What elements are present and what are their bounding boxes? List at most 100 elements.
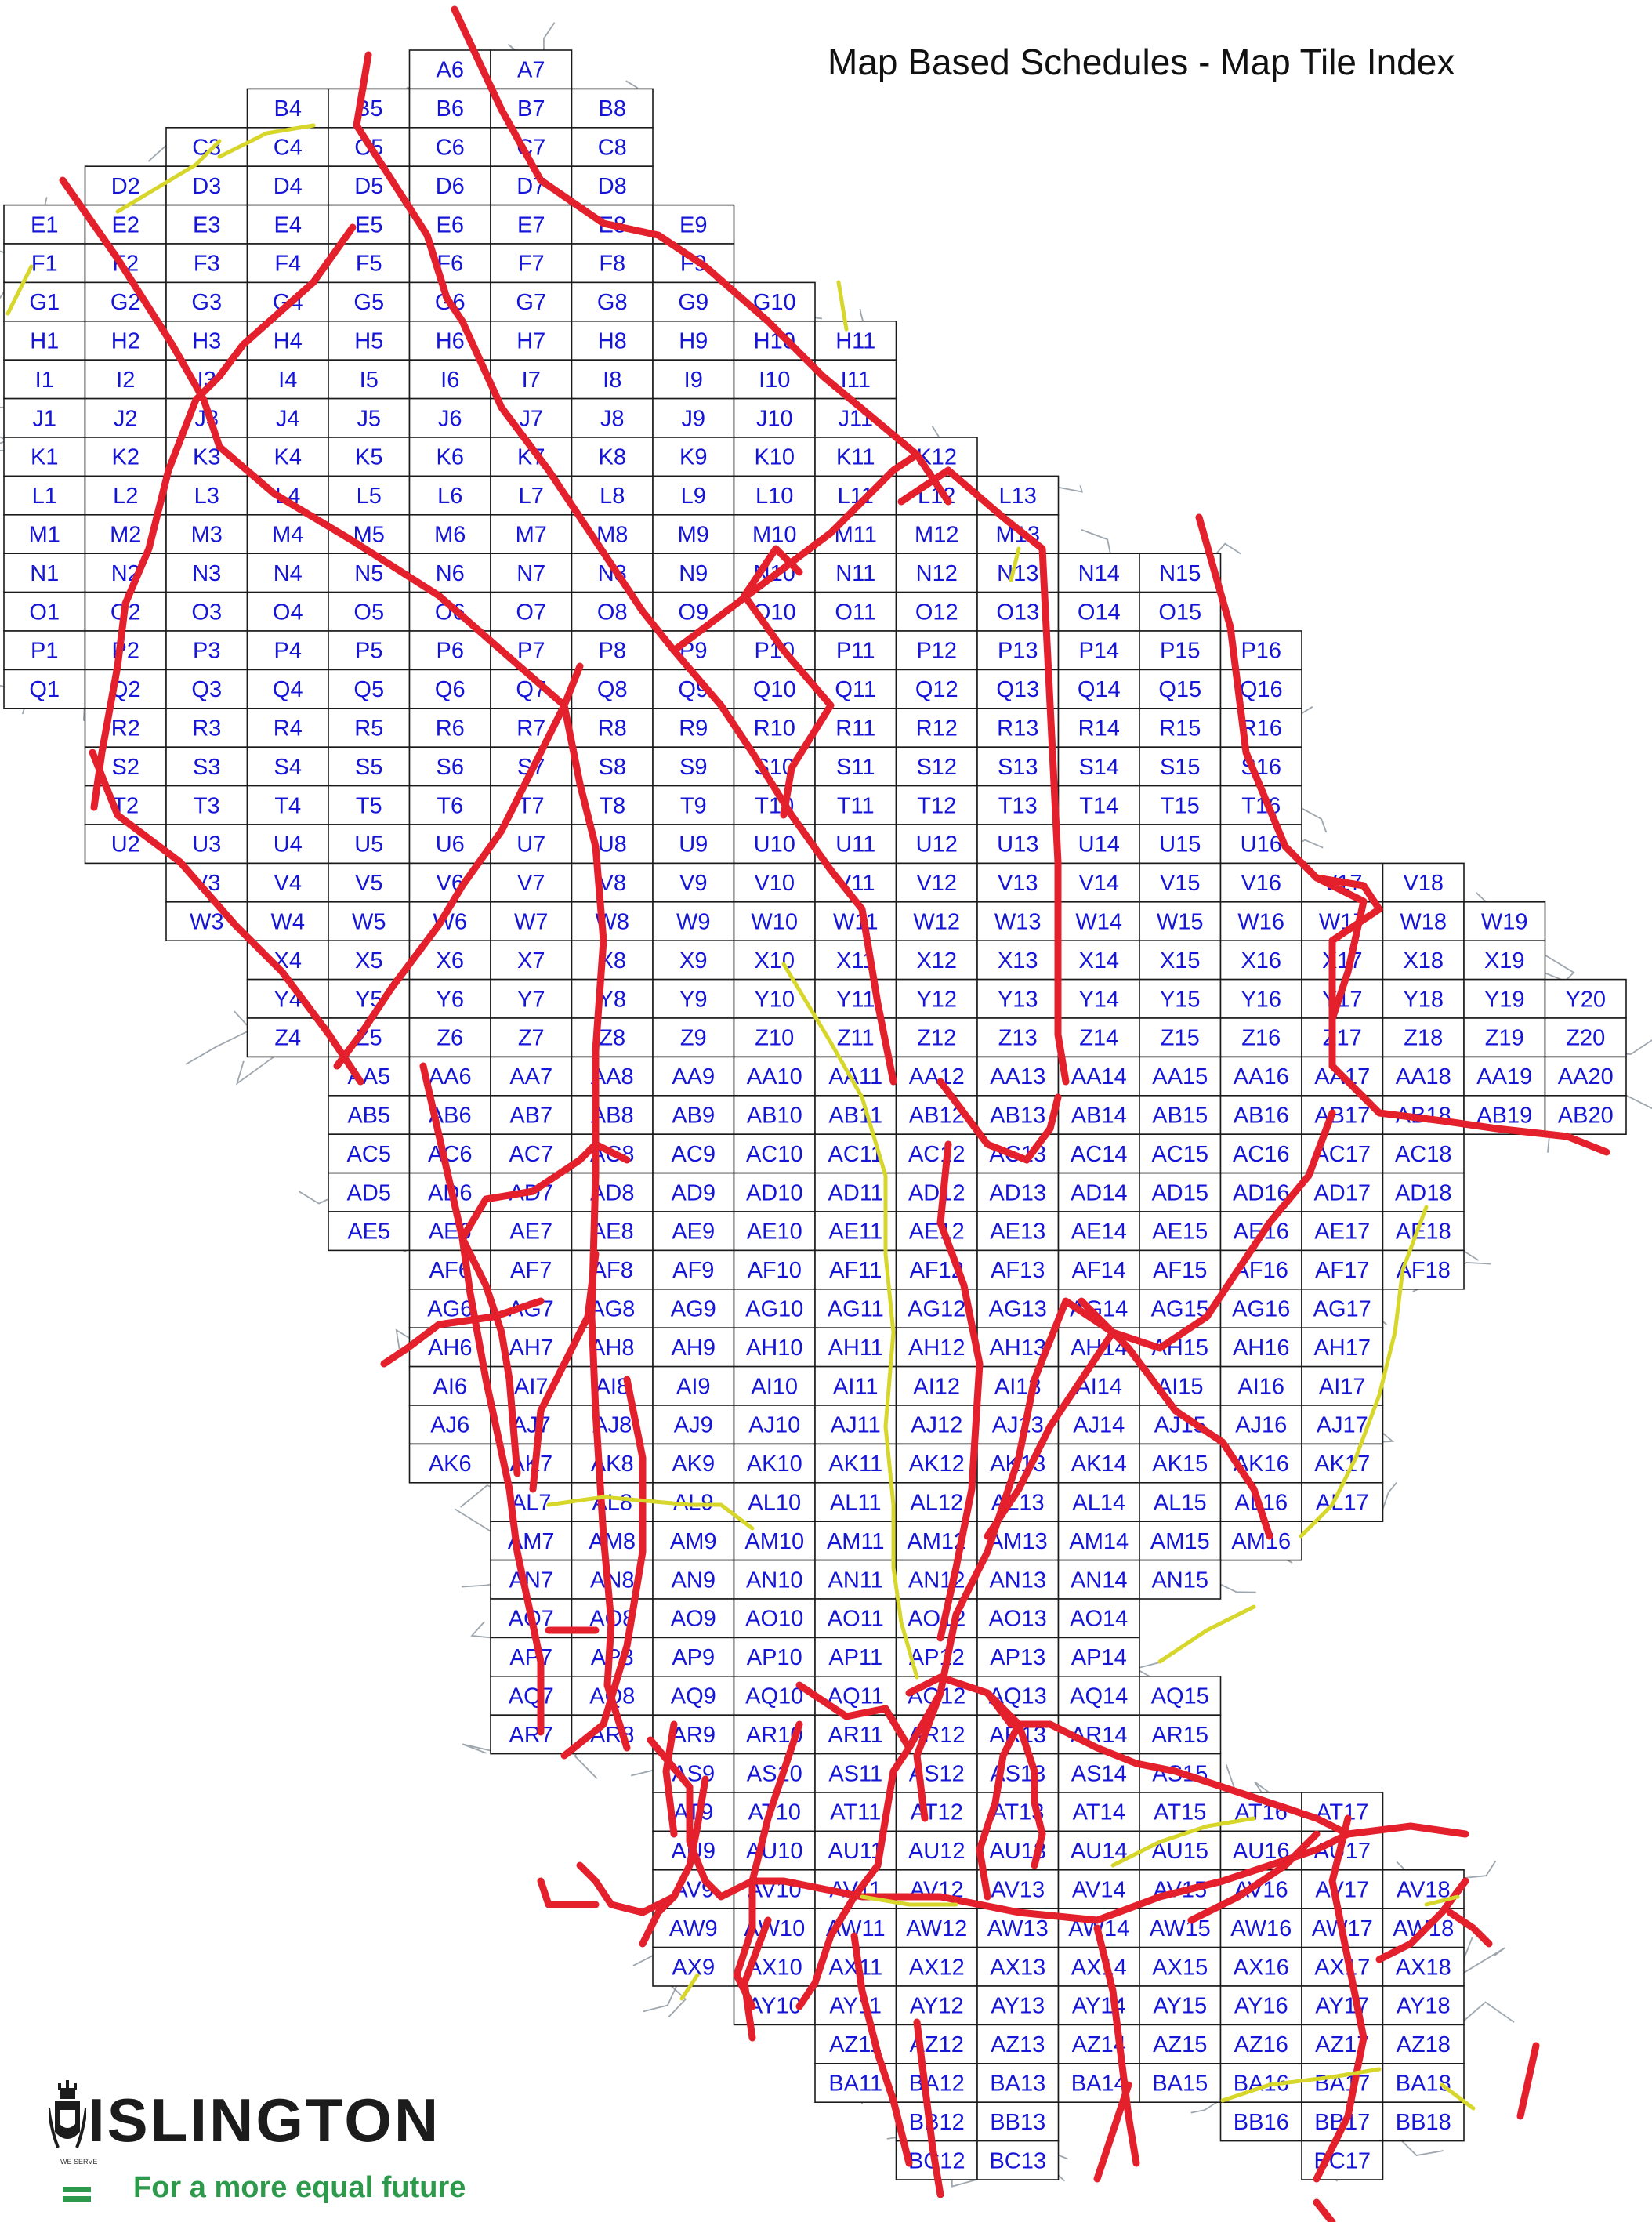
map-tile-al11[interactable]: AL11 [814, 1482, 897, 1523]
map-tile-ak14[interactable]: AK14 [1057, 1443, 1140, 1484]
map-tile-aa15[interactable]: AA15 [1139, 1056, 1222, 1097]
map-tile-am14[interactable]: AM14 [1057, 1521, 1140, 1561]
map-tile-u15[interactable]: U15 [1139, 824, 1222, 865]
map-tile-y11[interactable]: Y11 [814, 978, 897, 1019]
map-tile-w3[interactable]: W3 [165, 901, 248, 942]
map-tile-q5[interactable]: Q5 [328, 669, 411, 709]
map-tile-q14[interactable]: Q14 [1057, 669, 1140, 709]
map-tile-ai15[interactable]: AI15 [1139, 1365, 1222, 1406]
map-tile-d2[interactable]: D2 [84, 165, 167, 206]
map-tile-i4[interactable]: I4 [246, 359, 329, 400]
map-tile-aq10[interactable]: AQ10 [733, 1676, 816, 1716]
map-tile-s14[interactable]: S14 [1057, 746, 1140, 787]
map-tile-ay18[interactable]: AY18 [1382, 1985, 1465, 2026]
map-tile-z14[interactable]: Z14 [1057, 1017, 1140, 1058]
map-tile-z7[interactable]: Z7 [490, 1017, 573, 1058]
map-tile-ax14[interactable]: AX14 [1057, 1946, 1140, 1987]
map-tile-af7[interactable]: AF7 [490, 1249, 573, 1290]
map-tile-al7[interactable]: AL7 [490, 1482, 573, 1523]
map-tile-aq15[interactable]: AQ15 [1139, 1676, 1222, 1716]
map-tile-ax13[interactable]: AX13 [976, 1946, 1060, 1987]
map-tile-ak17[interactable]: AK17 [1301, 1443, 1384, 1484]
map-tile-l3[interactable]: L3 [165, 475, 248, 516]
map-tile-ab12[interactable]: AB12 [895, 1095, 978, 1136]
map-tile-y19[interactable]: Y19 [1463, 978, 1546, 1019]
map-tile-ap14[interactable]: AP14 [1057, 1637, 1140, 1677]
map-tile-w14[interactable]: W14 [1057, 901, 1140, 942]
map-tile-ak9[interactable]: AK9 [652, 1443, 735, 1484]
map-tile-ba11[interactable]: BA11 [814, 2063, 897, 2104]
map-tile-p6[interactable]: P6 [408, 630, 491, 671]
map-tile-v13[interactable]: V13 [976, 862, 1060, 903]
map-tile-aj17[interactable]: AJ17 [1301, 1405, 1384, 1445]
map-tile-bc13[interactable]: BC13 [976, 2140, 1060, 2180]
map-tile-g7[interactable]: G7 [490, 281, 573, 322]
map-tile-ae9[interactable]: AE9 [652, 1211, 735, 1252]
map-tile-ba15[interactable]: BA15 [1139, 2063, 1222, 2104]
map-tile-u14[interactable]: U14 [1057, 824, 1140, 865]
map-tile-ab10[interactable]: AB10 [733, 1095, 816, 1136]
map-tile-ai12[interactable]: AI12 [895, 1365, 978, 1406]
map-tile-k8[interactable]: K8 [571, 437, 654, 477]
map-tile-at17[interactable]: AT17 [1301, 1792, 1384, 1832]
map-tile-s8[interactable]: S8 [571, 746, 654, 787]
map-tile-r5[interactable]: R5 [328, 707, 411, 748]
map-tile-aa9[interactable]: AA9 [652, 1056, 735, 1097]
map-tile-aj9[interactable]: AJ9 [652, 1405, 735, 1445]
map-tile-i10[interactable]: I10 [733, 359, 816, 400]
map-tile-k1[interactable]: K1 [3, 437, 86, 477]
map-tile-o7[interactable]: O7 [490, 591, 573, 632]
map-tile-u8[interactable]: U8 [571, 824, 654, 865]
map-tile-r14[interactable]: R14 [1057, 707, 1140, 748]
map-tile-s15[interactable]: S15 [1139, 746, 1222, 787]
map-tile-y9[interactable]: Y9 [652, 978, 735, 1019]
map-tile-m6[interactable]: M6 [408, 513, 491, 554]
map-tile-ak15[interactable]: AK15 [1139, 1443, 1222, 1484]
map-tile-z9[interactable]: Z9 [652, 1017, 735, 1058]
map-tile-f6[interactable]: F6 [408, 243, 491, 284]
map-tile-ac6[interactable]: AC6 [408, 1133, 491, 1174]
map-tile-w11[interactable]: W11 [814, 901, 897, 942]
map-tile-ag6[interactable]: AG6 [408, 1289, 491, 1329]
map-tile-e4[interactable]: E4 [246, 204, 329, 245]
map-tile-w6[interactable]: W6 [408, 901, 491, 942]
map-tile-ay15[interactable]: AY15 [1139, 1985, 1222, 2026]
map-tile-aa19[interactable]: AA19 [1463, 1056, 1546, 1097]
map-tile-w7[interactable]: W7 [490, 901, 573, 942]
map-tile-ad13[interactable]: AD13 [976, 1172, 1060, 1212]
map-tile-b8[interactable]: B8 [571, 88, 654, 129]
map-tile-af14[interactable]: AF14 [1057, 1249, 1140, 1290]
map-tile-ae7[interactable]: AE7 [490, 1211, 573, 1252]
map-tile-ap11[interactable]: AP11 [814, 1637, 897, 1677]
map-tile-i9[interactable]: I9 [652, 359, 735, 400]
map-tile-f8[interactable]: F8 [571, 243, 654, 284]
map-tile-k5[interactable]: K5 [328, 437, 411, 477]
map-tile-w12[interactable]: W12 [895, 901, 978, 942]
map-tile-e3[interactable]: E3 [165, 204, 248, 245]
map-tile-c6[interactable]: C6 [408, 127, 491, 168]
map-tile-bb16[interactable]: BB16 [1219, 2101, 1302, 2142]
map-tile-q4[interactable]: Q4 [246, 669, 329, 709]
map-tile-h9[interactable]: H9 [652, 320, 735, 361]
map-tile-v15[interactable]: V15 [1139, 862, 1222, 903]
map-tile-z16[interactable]: Z16 [1219, 1017, 1302, 1058]
map-tile-ao13[interactable]: AO13 [976, 1598, 1060, 1639]
map-tile-p8[interactable]: P8 [571, 630, 654, 671]
map-tile-ag8[interactable]: AG8 [571, 1289, 654, 1329]
map-tile-y8[interactable]: Y8 [571, 978, 654, 1019]
map-tile-u13[interactable]: U13 [976, 824, 1060, 865]
map-tile-h6[interactable]: H6 [408, 320, 491, 361]
map-tile-i1[interactable]: I1 [3, 359, 86, 400]
map-tile-an15[interactable]: AN15 [1139, 1559, 1222, 1600]
map-tile-t11[interactable]: T11 [814, 785, 897, 825]
map-tile-h1[interactable]: H1 [3, 320, 86, 361]
map-tile-j9[interactable]: J9 [652, 397, 735, 438]
map-tile-ai8[interactable]: AI8 [571, 1365, 654, 1406]
map-tile-ae12[interactable]: AE12 [895, 1211, 978, 1252]
map-tile-ac14[interactable]: AC14 [1057, 1133, 1140, 1174]
map-tile-ay16[interactable]: AY16 [1219, 1985, 1302, 2026]
map-tile-x7[interactable]: X7 [490, 940, 573, 981]
map-tile-s9[interactable]: S9 [652, 746, 735, 787]
map-tile-ag9[interactable]: AG9 [652, 1289, 735, 1329]
map-tile-q1[interactable]: Q1 [3, 669, 86, 709]
